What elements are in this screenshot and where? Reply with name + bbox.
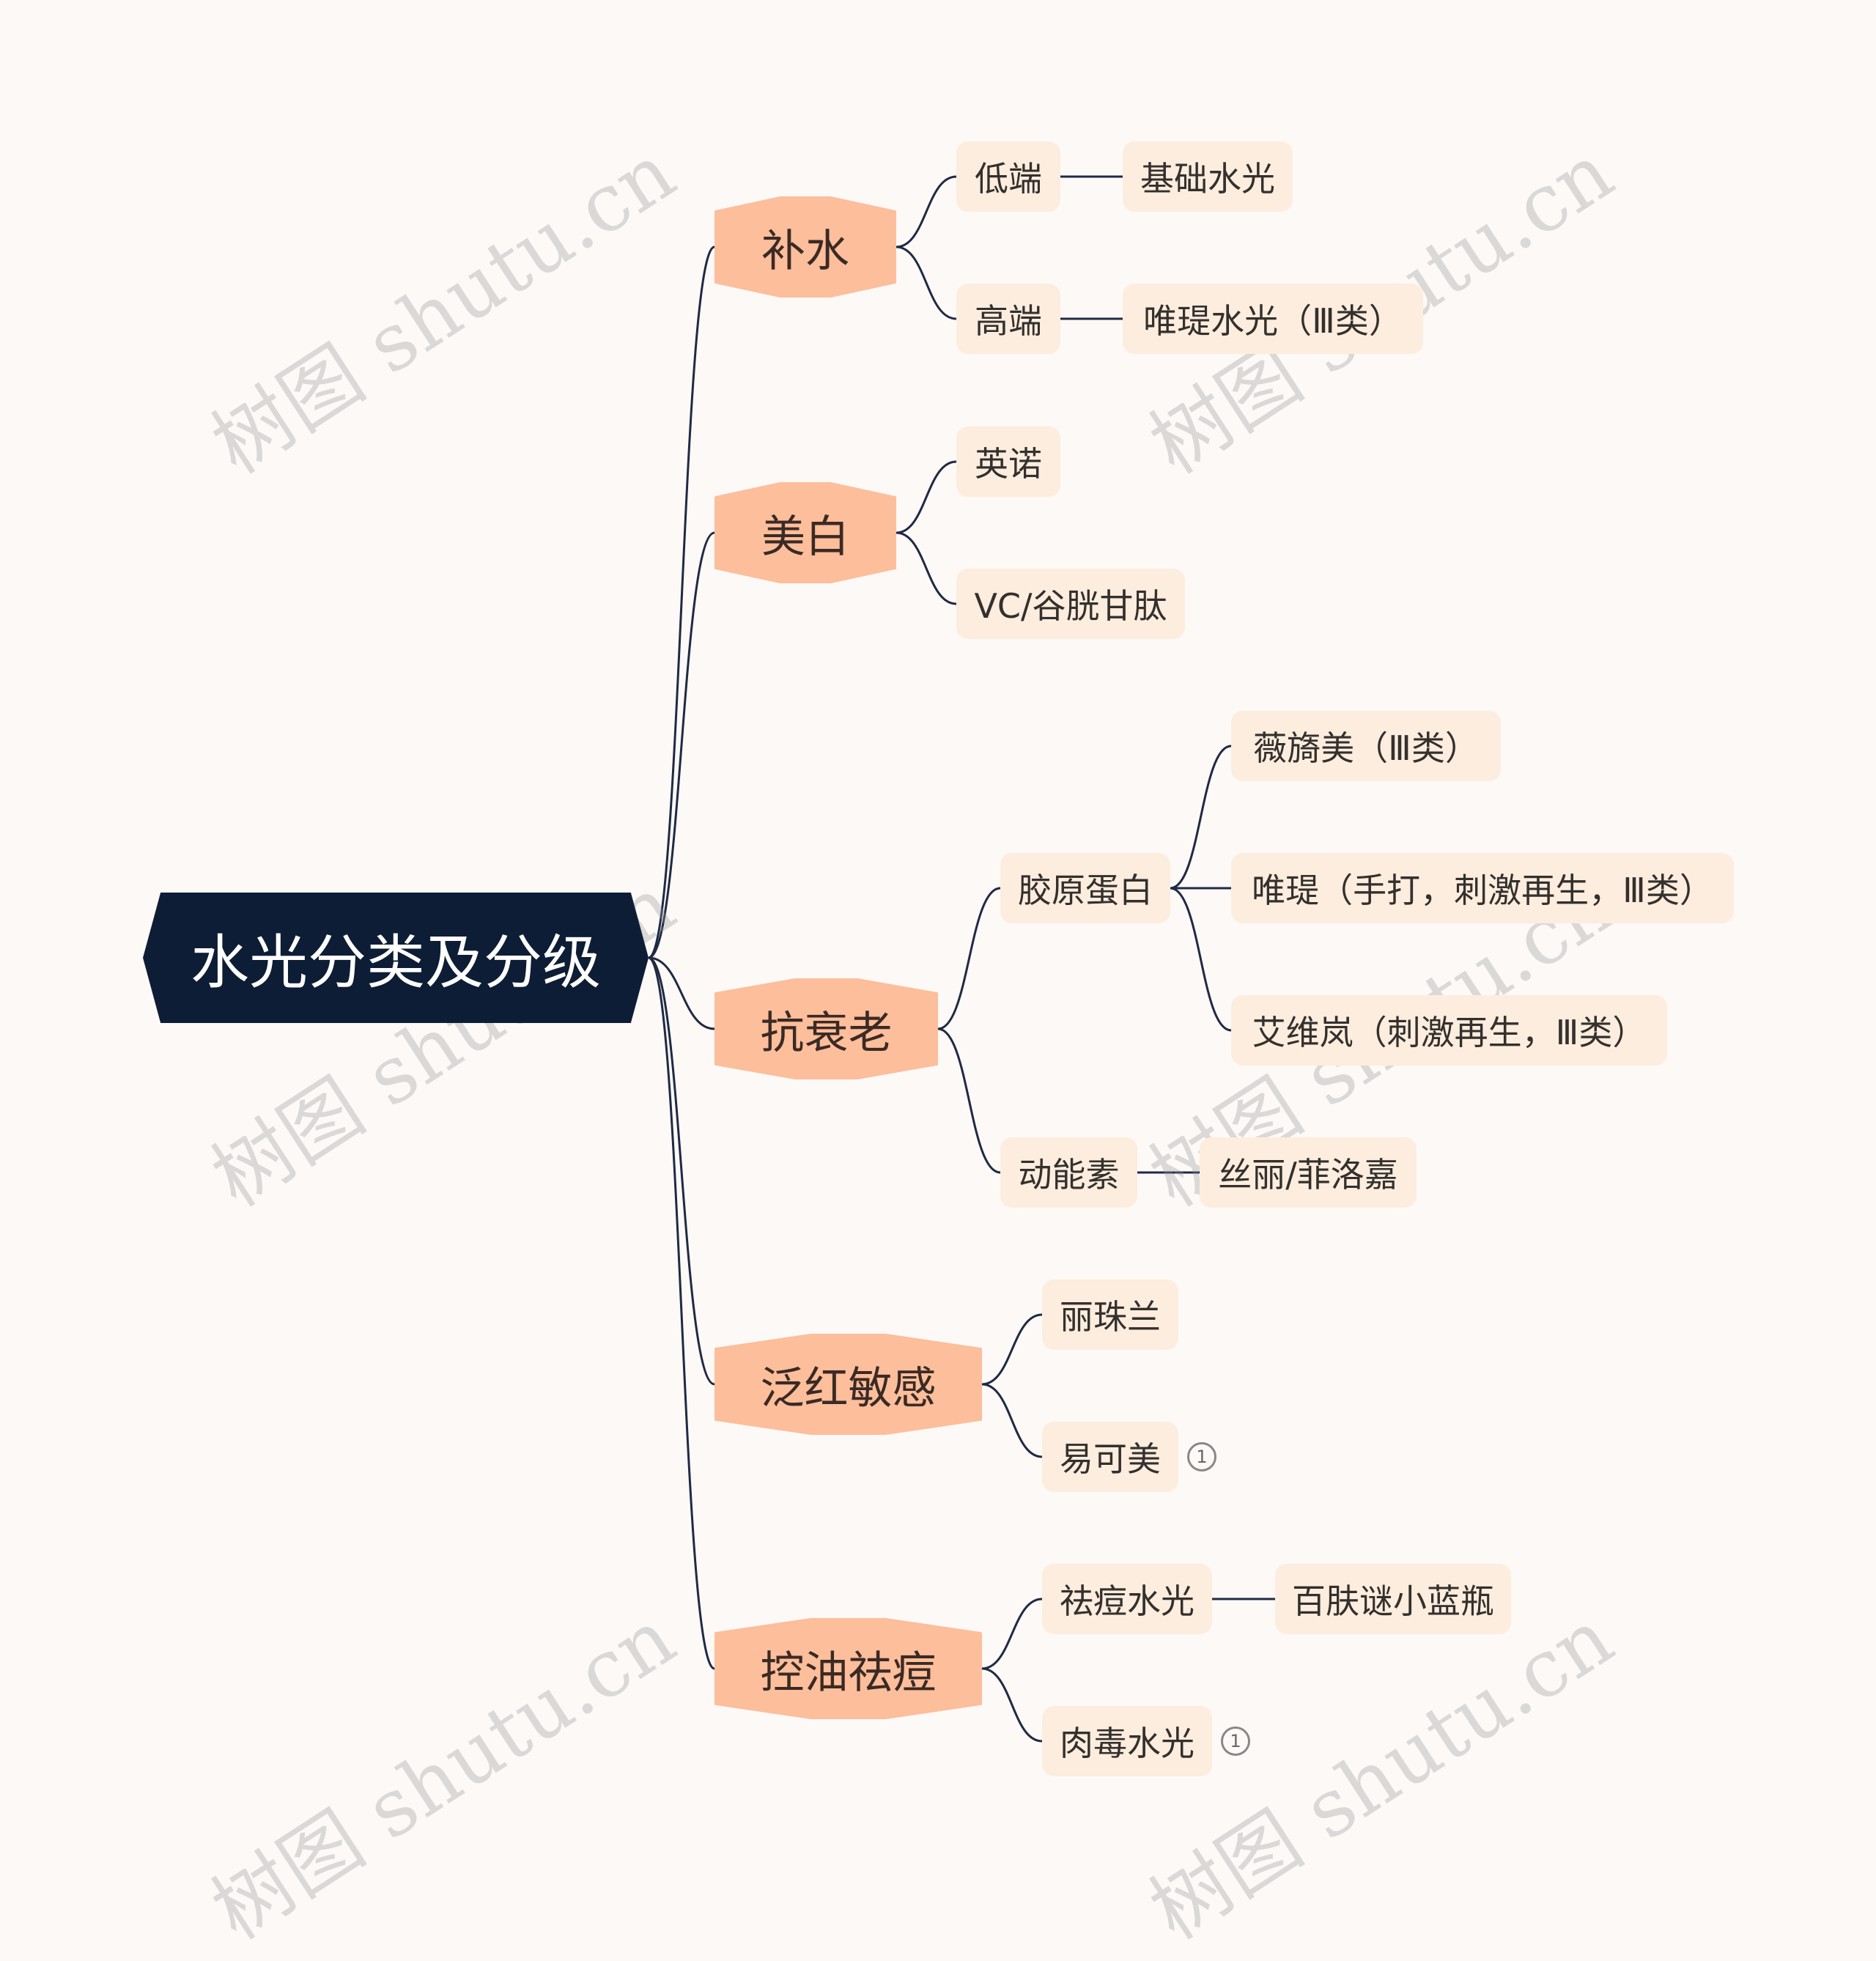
subtopic[interactable]: 丽珠兰 xyxy=(1042,1279,1178,1350)
branch-topic[interactable]: 补水 xyxy=(714,196,896,298)
branch-topic[interactable]: 控油祛痘 xyxy=(714,1618,982,1719)
root-branch-connector xyxy=(648,245,715,959)
branch-subtopic-connector xyxy=(981,1598,1043,1670)
subtopic[interactable]: 肉毒水光 xyxy=(1042,1706,1212,1776)
note-badge-icon[interactable]: 1 xyxy=(1187,1442,1216,1471)
branch-topic[interactable]: 泛红敏感 xyxy=(714,1334,982,1435)
branch-subtopic-connector xyxy=(895,460,957,534)
branch-topic[interactable]: 抗衰老 xyxy=(714,978,938,1079)
root-branch-connector xyxy=(648,956,715,1386)
root-branch-connector xyxy=(648,956,715,1030)
detail-topic[interactable]: 唯瑅（手打，刺激再生，Ⅲ类） xyxy=(1231,853,1734,923)
branch-subtopic-connector xyxy=(981,1383,1043,1458)
subtopic[interactable]: 高端 xyxy=(956,284,1060,354)
subtopic[interactable]: 低端 xyxy=(956,141,1060,212)
subtopic-detail-connector xyxy=(1170,745,1232,890)
root-branch-connector xyxy=(648,531,715,959)
branch-topic[interactable]: 美白 xyxy=(714,482,896,583)
detail-topic[interactable]: 薇旖美（Ⅲ类） xyxy=(1231,711,1501,781)
subtopic[interactable]: 动能素 xyxy=(1000,1137,1137,1208)
branch-subtopic-connector xyxy=(937,887,1001,1030)
branch-subtopic-connector xyxy=(895,245,957,320)
detail-topic[interactable]: 丝丽/菲洛嘉 xyxy=(1200,1137,1417,1208)
detail-topic[interactable]: 艾维岚（刺激再生，Ⅲ类） xyxy=(1231,995,1667,1066)
subtopic[interactable]: 胶原蛋白 xyxy=(1000,853,1170,923)
subtopic[interactable]: 英诺 xyxy=(956,426,1060,497)
root-topic[interactable]: 水光分类及分级 xyxy=(143,893,649,1023)
branch-subtopic-connector xyxy=(981,1313,1043,1386)
branch-subtopic-connector xyxy=(895,175,957,248)
branch-subtopic-connector xyxy=(937,1027,1001,1174)
root-branch-connector xyxy=(648,956,715,1670)
subtopic[interactable]: 易可美 xyxy=(1042,1422,1178,1492)
subtopic[interactable]: VC/谷胱甘肽 xyxy=(956,569,1185,639)
branch-subtopic-connector xyxy=(895,531,957,605)
subtopic-detail-connector xyxy=(1170,887,1232,1032)
subtopic[interactable]: 祛痘水光 xyxy=(1042,1564,1212,1634)
detail-topic[interactable]: 百肤谜小蓝瓶 xyxy=(1275,1564,1511,1634)
branch-subtopic-connector xyxy=(981,1667,1043,1743)
connector-lines xyxy=(648,175,1275,1743)
note-badge-icon[interactable]: 1 xyxy=(1221,1727,1250,1756)
detail-topic[interactable]: 唯瑅水光（Ⅲ类） xyxy=(1123,284,1423,354)
detail-topic[interactable]: 基础水光 xyxy=(1123,141,1293,212)
